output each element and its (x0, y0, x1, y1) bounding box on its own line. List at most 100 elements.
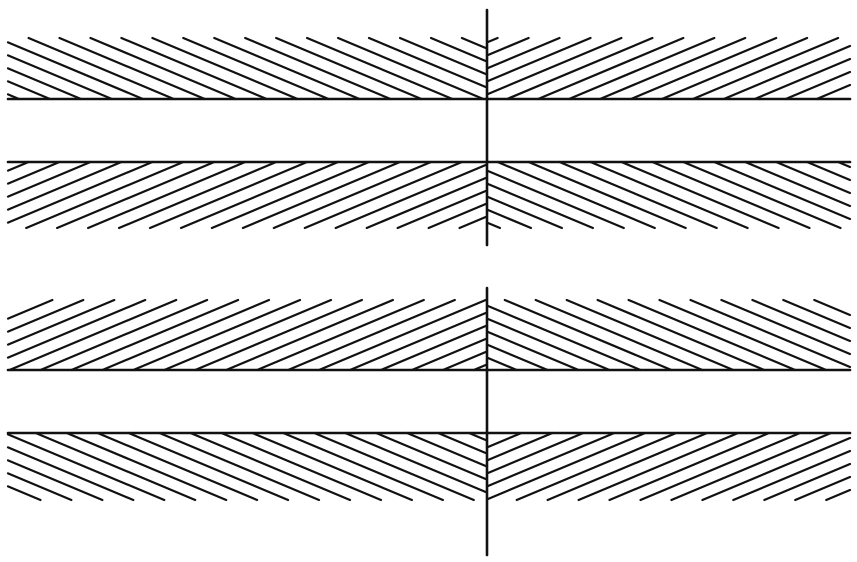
hatch-stroke-band1-left-3 (367, 36, 488, 89)
hatch-stroke-band2-left-13 (272, 160, 433, 230)
hatch-stroke-band1-left-15 (6, 41, 144, 101)
hatch-stroke-band1-right-14 (784, 70, 852, 101)
hatch-stroke-band2-left-1 (6, 160, 61, 185)
hatch-stroke-band1-right-10 (660, 36, 809, 101)
hatch-stroke-band2-right-16 (486, 221, 502, 230)
hatch-stroke-band1-right-4 (486, 36, 623, 96)
hatch-stroke-band3-left-5 (39, 298, 209, 372)
hatch-stroke-band1-right-1 (486, 36, 530, 57)
hatch-stroke-band1-right-11 (691, 36, 840, 101)
hatch-stroke-band1-left-5 (306, 36, 454, 101)
hatch-stroke-band2-left-3 (6, 160, 123, 211)
hatch-stroke-band2-right-15 (486, 208, 533, 230)
hatch-stroke-band3-left-12 (256, 298, 425, 372)
hatch-stroke-band3-right-11 (486, 304, 642, 372)
hatch-stroke-band3-right-9 (534, 298, 704, 372)
hatch-stroke-band4-left-17 (6, 459, 104, 502)
hatch-stroke-band4-right-11 (701, 436, 852, 502)
hatch-stroke-band4-left-19 (6, 485, 42, 502)
hatch-stroke-band3-right-8 (565, 298, 735, 372)
hatch-stroke-band4-left-1 (437, 431, 488, 455)
hatch-stroke-band3-right-12 (486, 317, 611, 372)
hatch-stroke-band2-left-11 (210, 160, 371, 230)
hatch-stroke-band1-right-9 (629, 36, 778, 101)
hatch-stroke-band4-left-10 (158, 431, 321, 502)
hatch-stroke-band1-right-8 (598, 36, 747, 101)
hatch-stroke-band3-left-1 (6, 298, 85, 333)
hatch-stroke-band2-right-4 (713, 160, 852, 221)
hatch-stroke-band2-right-9 (558, 160, 718, 230)
hatch-stroke-band2-left-0 (6, 160, 30, 172)
hatch-stroke-band4-right-14 (794, 475, 852, 502)
hatch-stroke-band3-left-9 (163, 298, 333, 372)
hatch-stroke-band3-left-14 (317, 298, 487, 372)
hatch-stroke-band4-left-14 (34, 431, 197, 502)
hatch-stroke-band2-left-8 (117, 160, 278, 230)
hatch-stroke-band4-right-10 (670, 431, 833, 502)
hatch-stroke-band4-right-8 (608, 431, 771, 502)
horizontal-rules-group (6, 97, 852, 435)
hatch-stroke-band1-right-13 (753, 57, 852, 101)
hatch-stroke-band4-right-12 (732, 449, 852, 502)
hatch-stroke-band3-left-15 (348, 311, 488, 372)
hatch-stroke-band1-left-17 (6, 67, 83, 101)
hatch-stroke-band1-left-7 (244, 36, 392, 101)
hatch-stroke-band2-right-10 (527, 160, 687, 230)
hatch-stroke-band3-right-4 (689, 298, 852, 369)
hatch-stroke-band2-left-6 (55, 160, 216, 230)
hatch-stroke-band2-right-12 (486, 169, 625, 230)
hatch-stroke-band3-right-0 (813, 298, 852, 317)
hatch-stroke-band1-right-0 (486, 36, 499, 44)
hatch-stroke-band4-left-2 (406, 431, 488, 468)
hatch-stroke-band4-left-16 (6, 446, 135, 502)
hatch-stroke-band3-left-16 (379, 324, 488, 372)
hatch-stroke-band4-right-6 (546, 431, 709, 502)
hatch-stroke-band2-left-4 (6, 160, 154, 224)
hatch-stroke-band1-left-0 (460, 36, 488, 50)
hatch-stroke-band4-left-4 (344, 431, 488, 494)
hatch-stroke-band2-left-16 (365, 176, 488, 230)
hatch-stroke-band3-left-4 (8, 298, 178, 372)
hatch-stroke-band4-right-7 (577, 431, 740, 502)
hatch-stroke-band3-right-3 (720, 298, 852, 356)
hatch-stroke-band1-left-6 (275, 36, 423, 101)
hatch-stroke-band3-left-7 (101, 298, 271, 372)
hatch-stroke-band2-left-5 (25, 160, 185, 230)
hatch-stroke-band4-right-3 (486, 431, 616, 488)
hatch-stroke-band3-left-6 (70, 298, 240, 372)
hatch-stroke-band4-right-5 (515, 431, 678, 502)
hatch-stroke-band2-left-14 (303, 160, 463, 230)
hatch-stroke-band1-right-15 (815, 83, 852, 101)
hatch-stroke-band3-left-11 (225, 298, 394, 372)
hatch-stroke-band1-right-5 (506, 36, 654, 101)
hatch-stroke-band3-right-10 (503, 298, 673, 372)
hatch-stroke-band3-right-6 (627, 298, 797, 372)
hatch-stroke-band4-left-9 (189, 431, 352, 502)
hatch-stroke-band4-right-13 (763, 462, 852, 502)
hatch-stroke-band1-left-8 (213, 36, 361, 101)
hatch-stroke-band3-left-8 (132, 298, 302, 372)
hatch-stroke-band1-left-11 (120, 36, 268, 101)
hatch-stroke-band2-right-1 (805, 160, 852, 182)
hatch-stroke-band2-right-13 (486, 182, 595, 230)
hatch-stroke-band1-left-1 (429, 36, 488, 63)
hatch-stroke-band2-left-7 (86, 160, 247, 230)
hatch-stroke-band3-right-5 (658, 298, 828, 372)
hatch-stroke-band2-left-10 (179, 160, 340, 230)
hatch-stroke-band1-left-9 (182, 36, 330, 101)
hatch-stroke-band1-left-13 (58, 36, 206, 101)
hatch-stroke-band4-left-13 (65, 431, 228, 502)
hatch-stroke-band2-right-14 (486, 195, 564, 230)
hatch-stroke-band2-left-15 (334, 163, 488, 230)
hatch-stroke-band4-left-11 (127, 431, 290, 502)
hatch-stroke-band1-left-4 (337, 36, 485, 101)
hatch-stroke-band4-right-9 (639, 431, 802, 502)
hatch-stroke-band3-left-2 (6, 298, 116, 346)
hatch-stroke-band3-left-13 (287, 298, 456, 372)
hatching-group (6, 36, 852, 502)
hatch-stroke-band1-left-10 (151, 36, 299, 101)
hatch-stroke-band2-right-5 (682, 160, 842, 230)
hatch-stroke-band3-left-0 (6, 298, 54, 320)
hatch-stroke-band3-right-1 (782, 298, 852, 330)
hatch-stroke-band2-left-17 (396, 189, 488, 230)
